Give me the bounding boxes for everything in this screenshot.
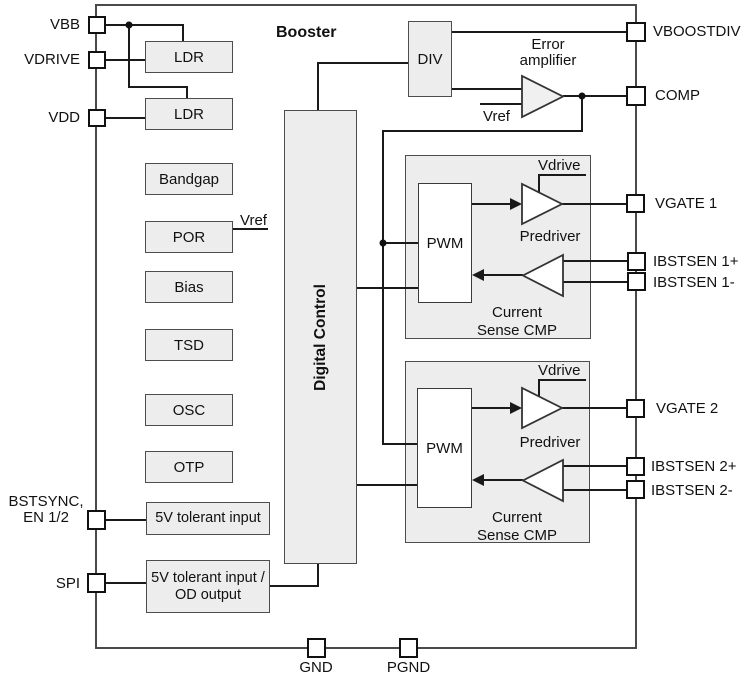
pin-label-ibstsen1-plus: IBSTSEN 1+ <box>653 253 739 270</box>
pin-label-vgate1: VGATE 1 <box>655 195 718 212</box>
diagram-title: Booster <box>276 24 337 41</box>
pin-ibstsen1-minus <box>627 272 646 291</box>
block-div-label: DIV <box>417 50 443 68</box>
block-pwm1-label: PWM <box>426 234 464 252</box>
pin-label-vgate2: VGATE 2 <box>656 400 719 417</box>
wire-digitalcontrol-div <box>317 62 408 110</box>
net-label-vref-erroramp: Vref <box>483 108 510 125</box>
block-otp-label: OTP <box>173 458 205 476</box>
block-5v-tolerant-input: 5V tolerant input <box>146 502 270 535</box>
pin-vdd <box>88 109 106 127</box>
pin-label-ibstsen2-minus: IBSTSEN 2- <box>651 482 733 499</box>
pin-label-vdrive: VDRIVE <box>24 51 80 68</box>
pin-label-gnd: GND <box>299 659 333 676</box>
block-pwm2-label: PWM <box>426 439 463 457</box>
net-label-vdrive2: Vdrive <box>538 362 581 379</box>
block-pwm1: PWM <box>418 183 472 303</box>
block-por-label: POR <box>172 228 206 246</box>
block-ldr2: LDR <box>145 98 233 130</box>
predriver1-label: Predriver <box>519 228 581 245</box>
pin-label-ibstsen1-minus: IBSTSEN 1- <box>653 274 735 291</box>
pin-bstsync-en <box>87 510 106 530</box>
block-digital-control-label: Digital Control <box>312 283 329 391</box>
block-pwm2: PWM <box>417 388 472 508</box>
block-bandgap-label: Bandgap <box>158 170 220 188</box>
block-digital-control: Digital Control <box>284 110 357 564</box>
error-amplifier-triangle <box>521 74 566 119</box>
pin-ibstsen2-minus <box>626 480 645 499</box>
block-5v-tolerant-io: 5V tolerant input /OD output <box>146 560 270 613</box>
block-tsd-label: TSD <box>174 336 204 354</box>
pin-ibstsen2-plus <box>626 457 645 476</box>
block-tsd: TSD <box>145 329 233 361</box>
junction-comp <box>578 92 586 100</box>
pin-label-spi: SPI <box>55 575 80 592</box>
block-div: DIV <box>408 21 452 97</box>
block-otp: OTP <box>145 451 233 483</box>
junction-vbb <box>125 21 133 29</box>
block-ldr1: LDR <box>145 41 233 73</box>
block-ldr1-label: LDR <box>173 48 204 66</box>
pin-pgnd <box>399 638 418 658</box>
pin-label-ibstsen2-plus: IBSTSEN 2+ <box>651 458 737 475</box>
pin-label-comp: COMP <box>655 87 700 104</box>
wire-io-digitalcontrol <box>270 564 319 587</box>
pin-gnd <box>307 638 326 658</box>
block-osc: OSC <box>145 394 233 426</box>
pin-label-pgnd: PGND <box>386 659 431 676</box>
block-5v-tolerant-input-label: 5V tolerant input <box>155 510 261 526</box>
pin-label-bstsync-en: BSTSYNC,EN 1/2 <box>8 493 84 526</box>
pin-vgate1 <box>626 194 645 213</box>
block-bias: Bias <box>145 271 233 303</box>
net-label-vref-por: Vref <box>240 212 267 229</box>
junction-feedback <box>379 239 387 247</box>
pin-label-vbb: VBB <box>49 16 80 33</box>
predriver2-label: Predriver <box>519 434 581 451</box>
pin-spi <box>87 573 106 593</box>
block-bandgap: Bandgap <box>145 163 233 195</box>
pin-vbb <box>88 16 106 34</box>
block-osc-label: OSC <box>172 401 206 419</box>
pin-label-vdd: VDD <box>48 109 80 126</box>
pin-vboostdiv <box>626 22 646 42</box>
block-bias-label: Bias <box>174 278 204 296</box>
block-por: POR <box>145 221 233 253</box>
pin-vgate2 <box>626 399 645 418</box>
block-5v-tolerant-io-label: 5V tolerant input /OD output <box>151 569 265 603</box>
block-ldr2-label: LDR <box>173 105 204 123</box>
pin-vdrive <box>88 51 106 69</box>
pin-ibstsen1-plus <box>627 252 646 271</box>
wire-vbb-ldr1 <box>105 24 184 41</box>
pin-comp <box>626 86 646 106</box>
pin-label-vboostdiv: VBOOSTDIV <box>653 23 741 40</box>
net-label-vdrive1: Vdrive <box>538 157 581 174</box>
